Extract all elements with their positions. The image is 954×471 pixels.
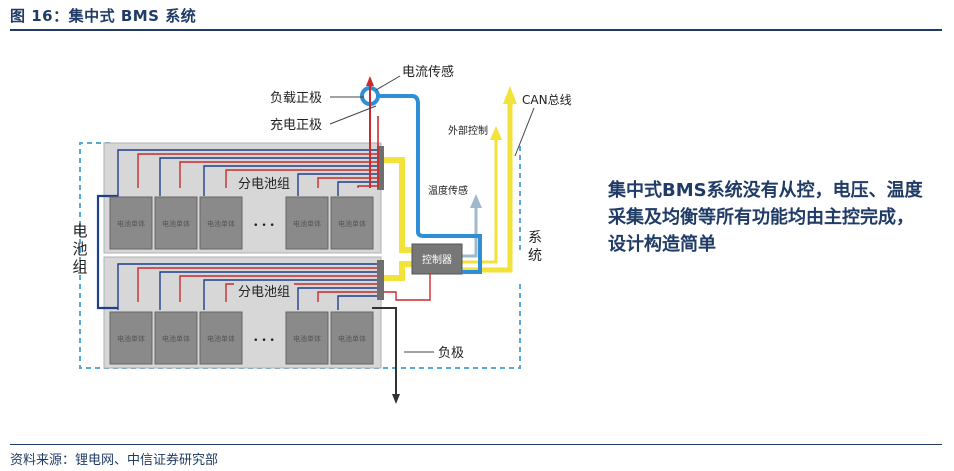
cell-label: 电池单体 <box>117 219 145 228</box>
controller-label: 控制器 <box>422 253 452 266</box>
negative-label: 负极 <box>438 346 464 361</box>
can-bus-label: CAN总线 <box>522 93 572 107</box>
yellow-signal-upper <box>384 157 412 253</box>
bottom-divider <box>10 444 942 445</box>
cell-label: 电池单体 <box>338 334 366 343</box>
system-label-char-2: 统 <box>528 248 542 264</box>
group-link-line <box>96 194 118 310</box>
top-divider <box>10 29 942 31</box>
current-sensor-line <box>378 94 482 274</box>
cell-label: 电池单体 <box>338 219 366 228</box>
cell-label: 电池单体 <box>293 334 321 343</box>
red-return-line <box>384 274 431 301</box>
negative-line <box>372 307 397 396</box>
summary-note: 集中式BMS系统没有从控，电压、温度采集及均衡等所有功能均由主控完成，设计构造简… <box>608 180 923 255</box>
controller-box <box>411 243 463 275</box>
connector-strip-2 <box>377 260 384 300</box>
load-positive-label: 负载正极 <box>270 91 322 106</box>
connector-strip-1 <box>377 146 384 190</box>
charge-positive-label: 充电正极 <box>270 117 322 133</box>
battery-group-label-char-1: 电 <box>72 222 87 240</box>
cell-label: 电池单体 <box>207 219 235 228</box>
figure-title: 图 16：集中式 BMS 系统 <box>10 7 197 25</box>
cell-ellipsis: • • • <box>253 336 275 346</box>
cell-label: 电池单体 <box>293 219 321 228</box>
external-control-line <box>462 136 498 264</box>
temperature-sensor-label: 温度传感 <box>428 184 468 197</box>
cell-ellipsis: • • • <box>253 221 275 231</box>
sub-pack-label-2: 分电池组 <box>238 285 290 300</box>
system-boundary <box>79 142 521 369</box>
yellow-signal-lower <box>384 261 412 281</box>
cell-row-1 <box>109 196 374 250</box>
external-control-label: 外部控制 <box>448 124 488 137</box>
battery-group-label-char-3: 组 <box>72 258 87 276</box>
battery-group-label-char-2: 池 <box>72 240 87 258</box>
cell-label: 电池单体 <box>117 334 145 343</box>
sub-pack-label-1: 分电池组 <box>238 177 290 192</box>
current-sensor-label: 电流传感 <box>402 64 454 80</box>
cell-label: 电池单体 <box>207 334 235 343</box>
source-note: 资料来源：锂电网、中信证券研究部 <box>10 453 219 468</box>
temperature-line <box>462 206 478 258</box>
system-label-char-1: 系 <box>528 230 542 246</box>
cell-label: 电池单体 <box>162 334 190 343</box>
cell-label: 电池单体 <box>162 219 190 228</box>
cell-row-2 <box>109 311 374 365</box>
